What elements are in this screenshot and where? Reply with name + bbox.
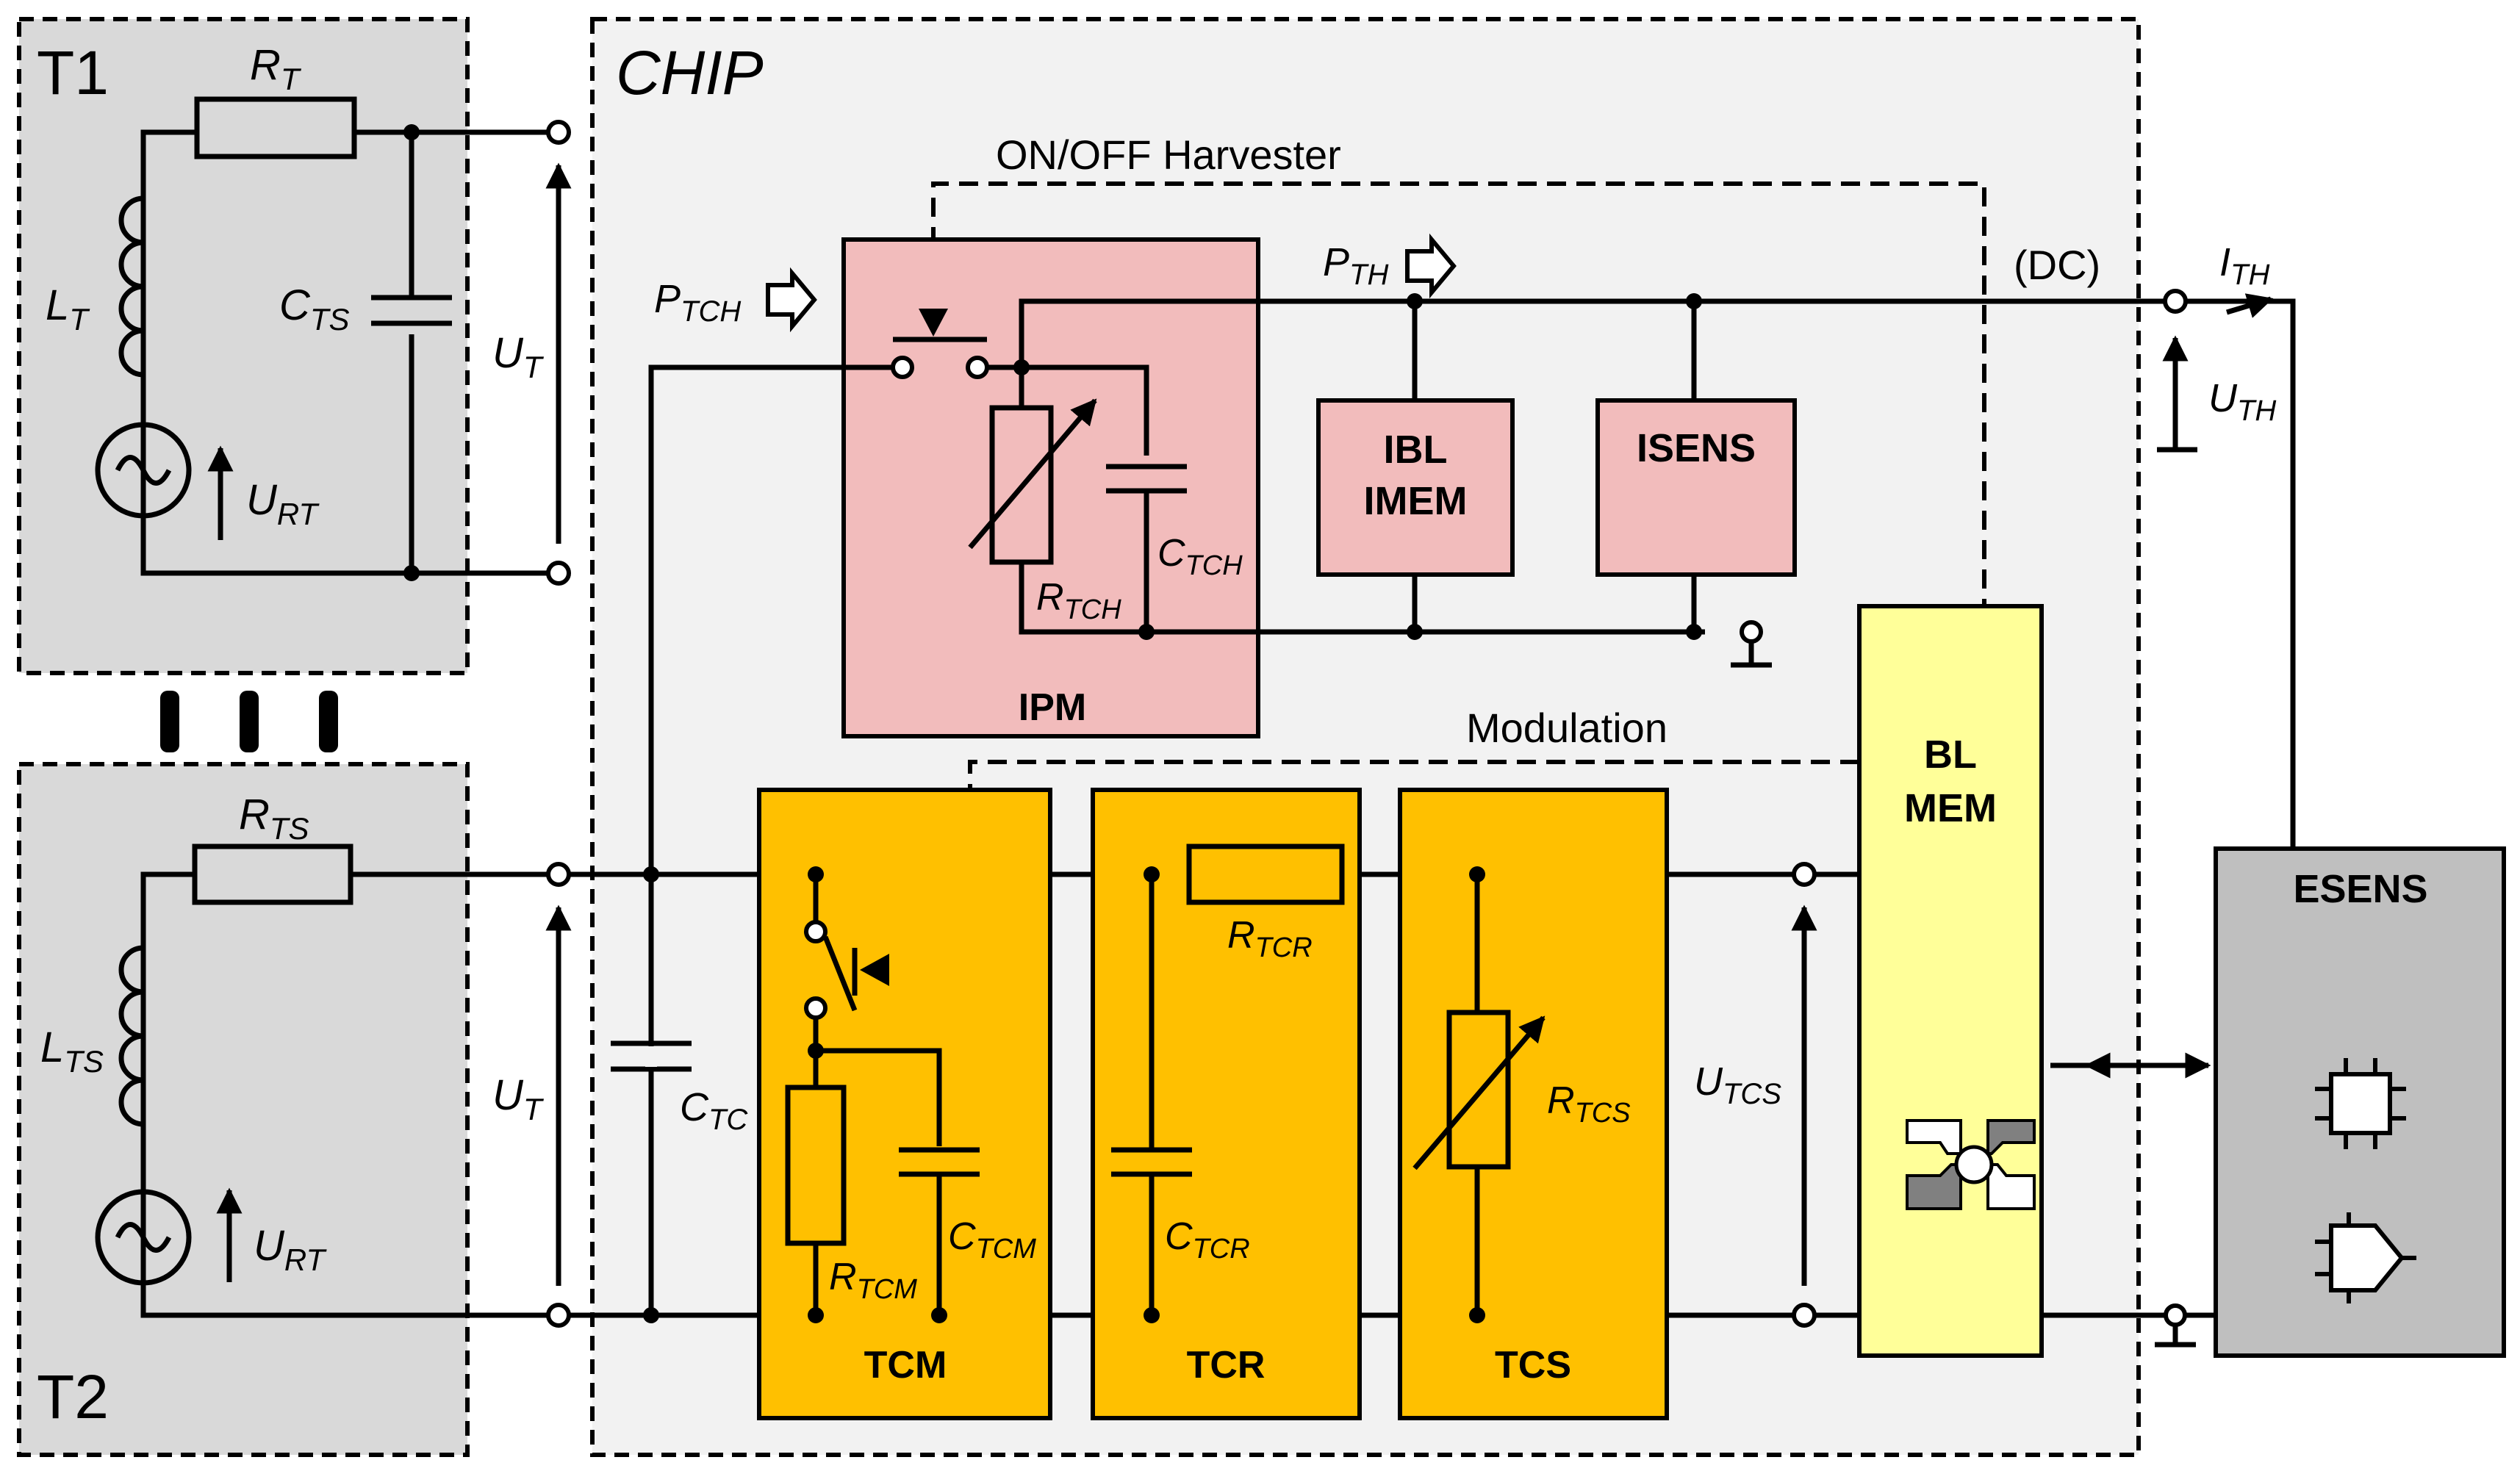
pth-arrow-icon <box>1405 233 1457 299</box>
rtcm-label: RTCM <box>829 1256 917 1305</box>
t2-resistor <box>192 844 353 905</box>
transponder-t2: T2 RTS LTS URT UT <box>17 762 572 1457</box>
memory-blocks-icon <box>1906 1119 2036 1210</box>
t2-inductor-label: LTS <box>40 1024 104 1079</box>
harvester-switch-in <box>891 356 914 379</box>
t1-terminal-bottom <box>546 561 571 586</box>
pth-label: PTH <box>1323 240 1388 291</box>
esens-label: ESENS <box>2293 867 2427 911</box>
t1-ut-label: UT <box>492 329 545 384</box>
chip-label: CHIP <box>616 38 764 107</box>
t1-resistor-label: RT <box>250 41 302 96</box>
dc-output-terminal <box>2163 289 2188 314</box>
esens-block: ESENS <box>2214 846 2506 1358</box>
ptch-label: PTCH <box>654 277 741 328</box>
tcs-block: TCS <box>1398 788 1669 1420</box>
t2-ut-label: UT <box>492 1071 545 1126</box>
t2-inductor <box>118 945 144 1127</box>
modulation-label: Modulation <box>1466 705 1668 751</box>
tcr-label: TCR <box>1187 1344 1266 1387</box>
tcm-block: TCM <box>757 788 1052 1420</box>
imem-label: IMEM <box>1364 479 1468 523</box>
rtch-label: RTCH <box>1036 576 1121 625</box>
rtcs-label: RTCS <box>1547 1079 1631 1129</box>
ctcr-label: CTCR <box>1165 1215 1250 1265</box>
harvester-label: ON/OFF Harvester <box>996 132 1341 178</box>
transponder-t2-label: T2 <box>37 1362 109 1431</box>
t1-ac-source-icon <box>95 422 192 519</box>
dc-label: (DC) <box>2014 242 2100 288</box>
bl-label: BL <box>1924 733 1977 777</box>
utcs-label: UTCS <box>1694 1060 1781 1110</box>
t1-voltage-label: URT <box>246 476 320 531</box>
tcm-label: TCM <box>864 1344 947 1387</box>
vertical-bars-ellipsis-icon <box>160 691 338 752</box>
ipm-label: IPM <box>1019 686 1086 729</box>
ith-label: ITH <box>2219 240 2269 291</box>
t1-capacitor-label: CTS <box>279 281 350 337</box>
t1-inductor-label: LT <box>46 281 90 337</box>
utcs-terminal-bottom <box>1792 1303 1817 1328</box>
ctcm-label: CTCM <box>948 1215 1036 1265</box>
t2-ac-source-icon <box>95 1189 192 1286</box>
ipm-block: IPM <box>841 237 1260 738</box>
transponder-t1-frame <box>17 17 470 675</box>
isens-block: ISENS <box>1595 293 1797 640</box>
isens-label: ISENS <box>1637 426 1756 470</box>
ptch-arrow-icon <box>766 267 817 333</box>
tcm-switch-blade <box>822 935 858 1012</box>
ibl-label: IBL <box>1384 428 1448 472</box>
t2-voltage-label: URT <box>254 1222 327 1277</box>
harvester-switch-out <box>966 356 989 379</box>
utcs-terminal-top <box>1792 862 1817 887</box>
transponder-t1: T1 RT LT URT CTS UT <box>17 17 572 675</box>
rtcr-resistor <box>1186 844 1345 905</box>
transponder-t2-frame <box>17 762 470 1457</box>
ctc-label: CTC <box>680 1085 748 1136</box>
rtcr-label: RTCR <box>1227 914 1313 963</box>
t1-resistor <box>194 96 357 159</box>
t2-terminal-top <box>546 862 571 887</box>
tcr-block: TCR <box>1091 788 1362 1420</box>
ctch-label: CTCH <box>1157 532 1243 581</box>
t2-terminal-bottom <box>546 1303 571 1328</box>
transponder-t1-label: T1 <box>37 38 109 107</box>
t1-inductor <box>118 195 144 378</box>
ibl-imem-block: IBL IMEM <box>1316 293 1515 640</box>
mem-label: MEM <box>1904 786 1997 830</box>
chip-icon <box>2315 1058 2406 1149</box>
t1-terminal-top <box>546 120 571 145</box>
bl-mem-block: BL MEM <box>1857 604 2044 1358</box>
tcs-label: TCS <box>1495 1344 1571 1387</box>
adc-icon <box>2315 1212 2416 1303</box>
t2-resistor-label: RTS <box>239 791 309 846</box>
uth-label: UTH <box>2208 376 2276 427</box>
